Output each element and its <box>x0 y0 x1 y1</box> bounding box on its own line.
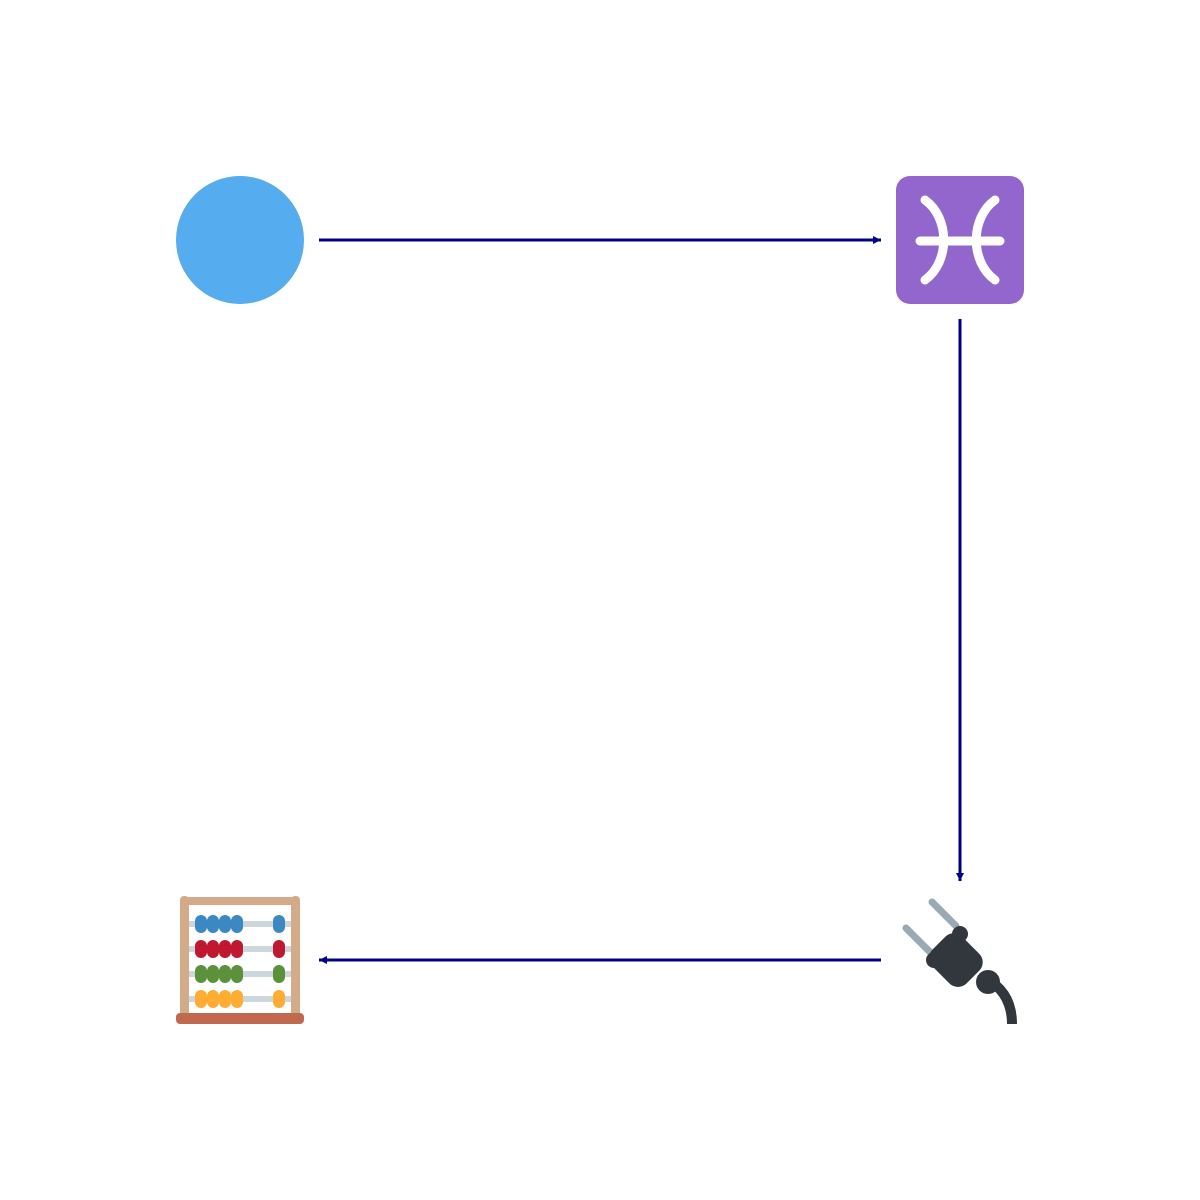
pisces-icon <box>896 176 1024 304</box>
abacus-bead <box>207 965 219 983</box>
abacus-bead <box>195 990 207 1008</box>
electric-plug-icon <box>902 898 1017 1025</box>
blue-circle-icon <box>176 176 304 304</box>
abacus-bead <box>273 915 285 933</box>
abacus-bead <box>231 915 243 933</box>
node-circle[interactable] <box>176 176 304 304</box>
abacus-bead <box>231 965 243 983</box>
abacus-bead <box>219 940 231 958</box>
abacus-bead <box>231 990 243 1008</box>
abacus-bead <box>231 940 243 958</box>
abacus-bead <box>195 940 207 958</box>
abacus-bead <box>195 915 207 933</box>
abacus-bead <box>273 990 285 1008</box>
abacus-bead <box>273 965 285 983</box>
abacus-bead <box>195 965 207 983</box>
node-abacus[interactable] <box>176 896 304 1024</box>
abacus-bead <box>207 990 219 1008</box>
abacus-icon <box>176 896 304 1024</box>
abacus-bead <box>207 915 219 933</box>
node-pisces[interactable] <box>896 176 1024 304</box>
abacus-bead <box>207 940 219 958</box>
abacus-bead <box>273 940 285 958</box>
node-plug[interactable] <box>902 898 1017 1025</box>
abacus-bead <box>219 965 231 983</box>
abacus-bead <box>219 915 231 933</box>
edges <box>319 236 964 964</box>
abacus-bead <box>219 990 231 1008</box>
